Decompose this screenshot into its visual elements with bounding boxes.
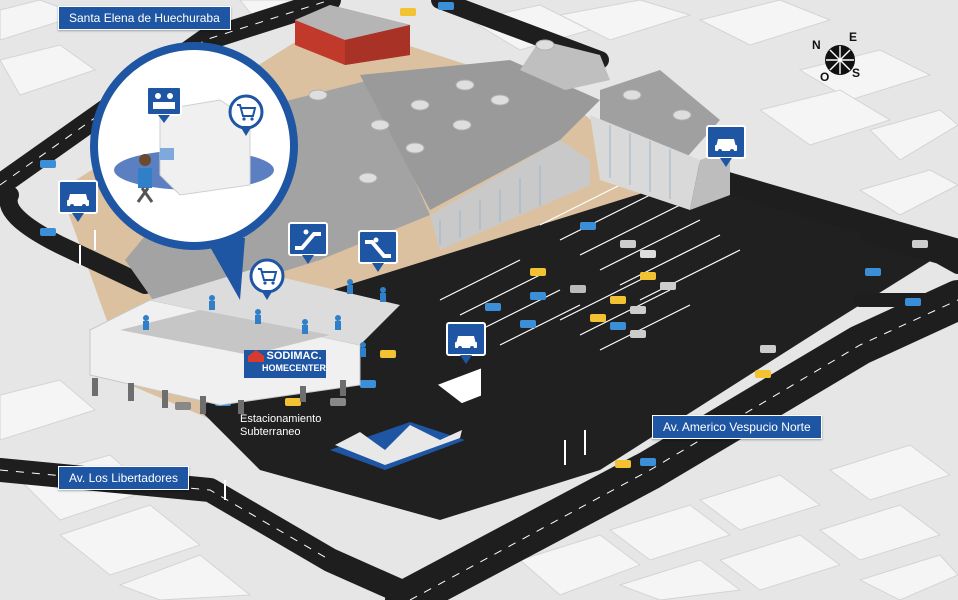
red-store-building	[295, 5, 410, 65]
compass-north-label: N	[812, 38, 821, 52]
underground-parking-label: Estacionamiento Subterraneo	[240, 413, 321, 439]
compass-west-label: O	[820, 70, 830, 84]
parking-stall-lines	[439, 174, 741, 351]
gate-barriers	[79, 230, 586, 500]
sodimac-sign	[244, 350, 326, 378]
compass-east-label: E	[849, 30, 858, 44]
underground-parking-line1: Estacionamiento	[240, 413, 322, 425]
warehouse	[330, 422, 465, 470]
escalator-icon[interactable]	[288, 222, 328, 266]
brand-name: SODIMAC.	[266, 350, 322, 362]
escalator-icon[interactable]	[358, 230, 398, 274]
car-parking-icon[interactable]	[446, 322, 486, 366]
compass-south-label: S	[852, 66, 861, 80]
sodimac-logo: SODIMAC. HOMECENTER	[262, 350, 326, 374]
car-parking-icon[interactable]	[706, 125, 746, 169]
compass-icon	[825, 45, 855, 75]
brand-subtitle: HOMECENTER	[262, 363, 327, 373]
cart-icon[interactable]	[249, 258, 285, 302]
street-label-los-libertadores: Av. Los Libertadores	[58, 466, 189, 490]
pedestrians	[143, 279, 386, 357]
street-label-americo-vespucio: Av. Americo Vespucio Norte	[652, 415, 822, 439]
car-parking-icon[interactable]	[58, 180, 98, 224]
underground-parking-line2: Subterraneo	[240, 426, 301, 438]
street-label-santa-elena: Santa Elena de Huechuraba	[58, 6, 231, 30]
cart-icon[interactable]	[228, 94, 264, 138]
service-desk-icon[interactable]	[146, 86, 182, 126]
